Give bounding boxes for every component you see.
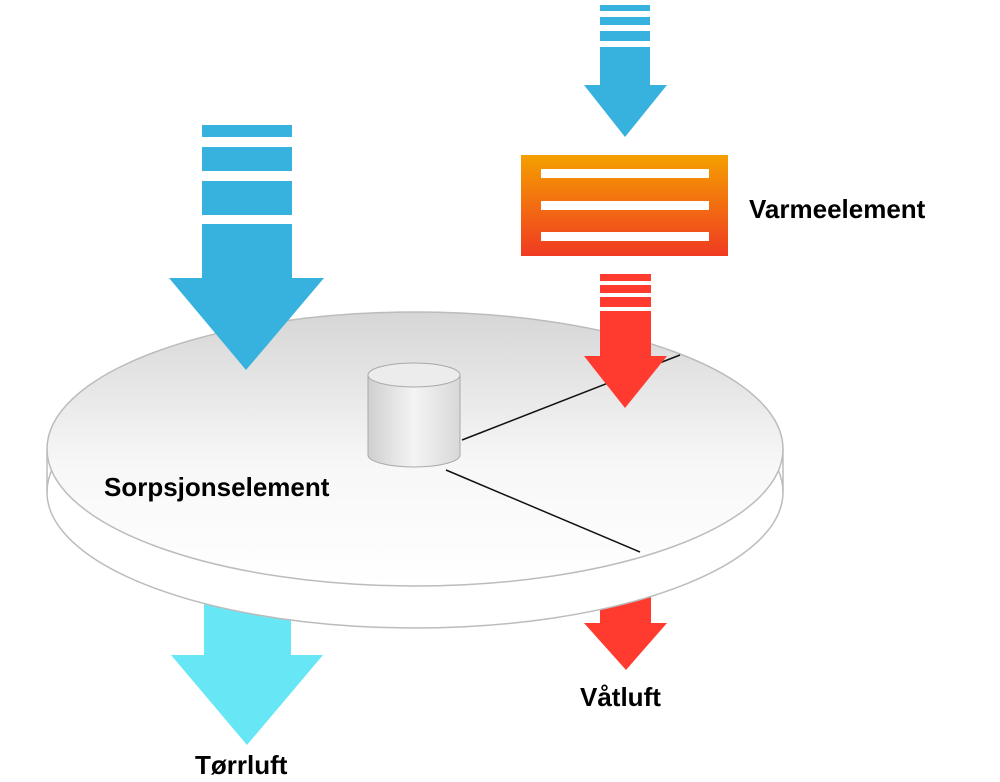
intake-air-right-arrow-icon (584, 5, 667, 137)
heated-air-arrow-icon (584, 274, 667, 408)
wet-air-label: Våtluft (580, 682, 661, 712)
intake-air-left-arrow-icon (169, 125, 324, 370)
sector-divider-lower (445, 469, 641, 553)
sorption-wheel (46, 311, 784, 629)
heater-label: Varmeelement (749, 194, 926, 224)
sorption-element-label: Sorpsjonselement (104, 472, 330, 502)
heater-element-icon (521, 155, 728, 256)
hub-cylinder-icon (367, 362, 461, 468)
dry-air-label: Tørrluft (195, 750, 288, 780)
